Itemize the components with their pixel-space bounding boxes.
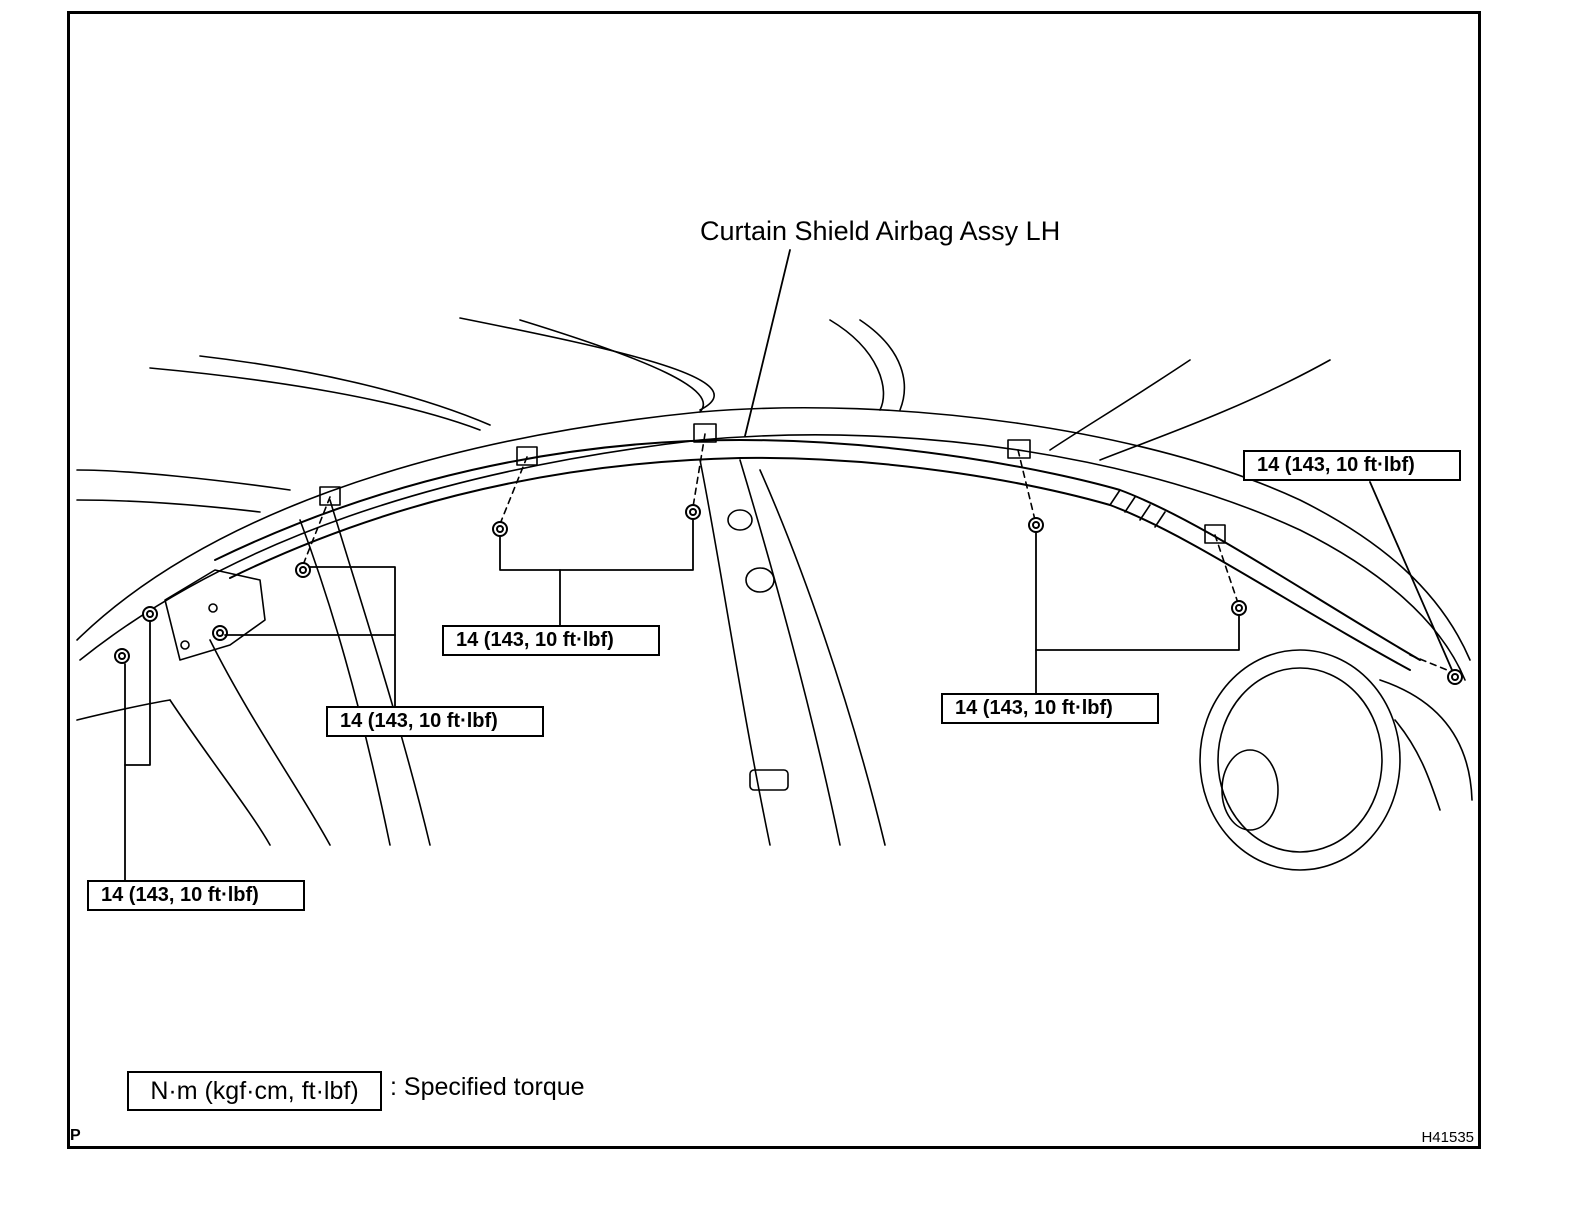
b-pillar	[699, 459, 886, 846]
bolt-icon	[114, 648, 130, 664]
bolts	[114, 504, 1463, 685]
bolt-icon	[142, 606, 158, 622]
bolt-icon	[212, 625, 228, 641]
steering-wheel	[1199, 649, 1473, 871]
legend-unit-box: N·m (kgf·cm, ft·lbf)	[127, 1071, 382, 1111]
torque-label-front-pillar: 14 (143, 10 ft·lbf)	[87, 880, 305, 911]
torque-label-rear: 14 (143, 10 ft·lbf)	[1243, 450, 1461, 481]
mounting-brackets	[319, 423, 1226, 544]
bolt-icon	[1028, 517, 1044, 533]
torque-label-right: 14 (143, 10 ft·lbf)	[941, 693, 1159, 724]
figure-id: H41535	[1421, 1129, 1474, 1146]
bolt-icon	[492, 521, 508, 537]
bolt-icon	[1231, 600, 1247, 616]
bolt-icon	[1447, 669, 1463, 685]
bolt-icon	[685, 504, 701, 520]
airbag-tube	[214, 439, 1421, 671]
leader-lines	[124, 249, 1453, 881]
torque-label-center: 14 (143, 10 ft·lbf)	[442, 625, 660, 656]
corner-mark: P	[70, 1127, 81, 1144]
airbag-title: Curtain Shield Airbag Assy LH	[700, 216, 1061, 246]
torque-label-front-bracket: 14 (143, 10 ft·lbf)	[326, 706, 544, 737]
diagram-frame	[67, 11, 1481, 1149]
bolt-icon	[295, 562, 311, 578]
inflator-bracket	[164, 569, 266, 661]
legend-description: : Specified torque	[390, 1073, 585, 1101]
bolt-guide-lines	[302, 433, 1453, 673]
